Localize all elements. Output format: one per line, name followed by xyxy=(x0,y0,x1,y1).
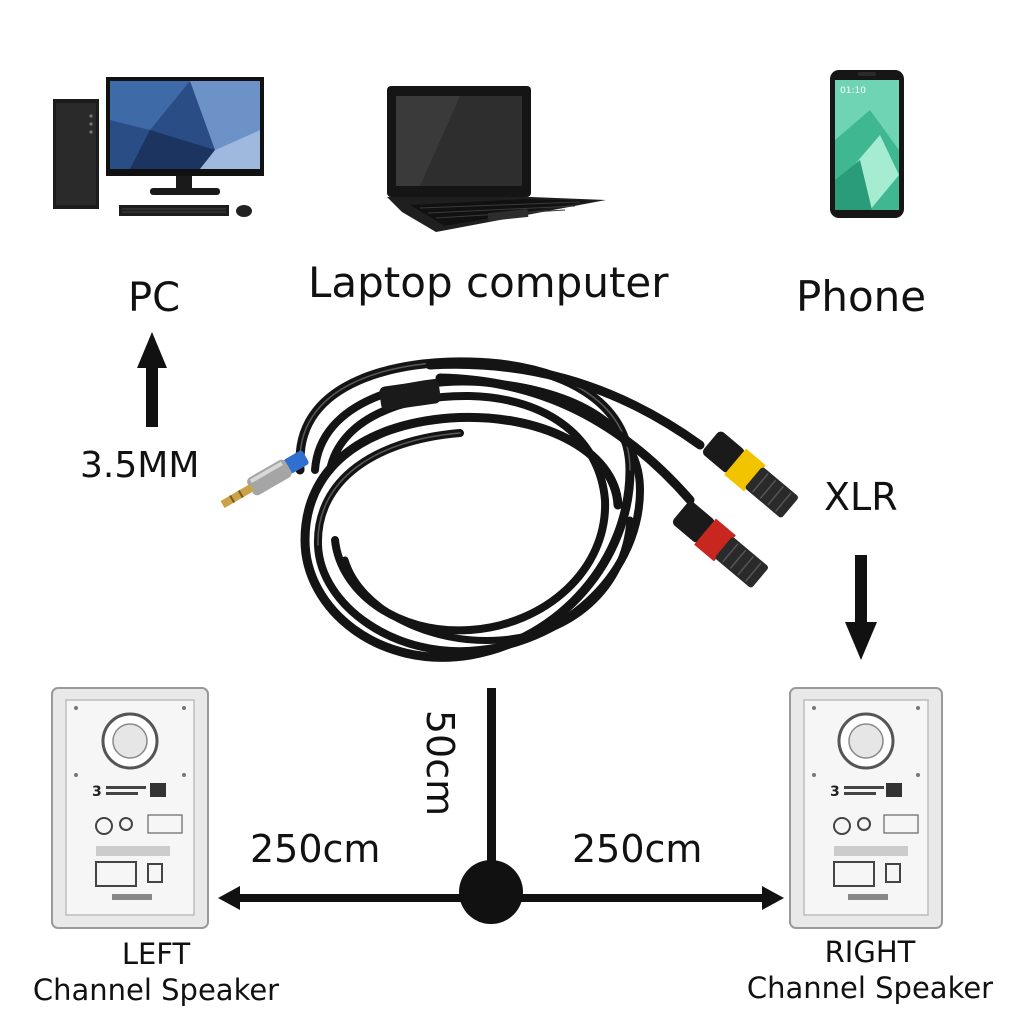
right-branch-length-label: 250cm xyxy=(572,827,703,871)
phone-label: Phone xyxy=(796,272,927,321)
phone-clock: 01:10 xyxy=(840,86,866,96)
left-speaker-icon: 3 xyxy=(51,687,209,929)
xlr-connector-red-icon xyxy=(672,501,768,588)
length-diagram xyxy=(218,688,784,924)
up-arrow-icon xyxy=(137,332,167,427)
output-connector-label: XLR xyxy=(824,475,898,519)
smartphone-icon: 01:10 xyxy=(830,70,904,218)
right-speaker-caption-line1: RIGHT xyxy=(824,935,916,969)
left-speaker-caption-line2: Channel Speaker xyxy=(32,973,280,1008)
right-speaker-caption: RIGHT Channel Speaker xyxy=(730,934,1010,1007)
left-speaker-caption-line1: LEFT xyxy=(121,937,191,971)
down-arrow-icon xyxy=(845,555,877,660)
left-branch-length-label: 250cm xyxy=(250,827,381,871)
pc-label: PC xyxy=(128,275,181,321)
xlr-connector-yellow-icon xyxy=(702,431,798,518)
3-5mm-plug-icon xyxy=(220,450,309,508)
laptop-icon xyxy=(387,86,606,232)
input-connector-label: 3.5MM xyxy=(80,445,200,486)
main-length-label: 50cm xyxy=(418,709,462,817)
laptop-label: Laptop computer xyxy=(308,258,669,307)
desktop-pc-icon xyxy=(53,77,264,217)
right-speaker-caption-line2: Channel Speaker xyxy=(746,971,994,1006)
right-speaker-icon: 3 xyxy=(789,687,943,929)
left-speaker-badge: 3 xyxy=(92,784,102,800)
left-speaker-caption: LEFT Channel Speaker xyxy=(18,936,294,1009)
cable-image xyxy=(287,357,705,662)
right-speaker-badge: 3 xyxy=(830,784,840,800)
